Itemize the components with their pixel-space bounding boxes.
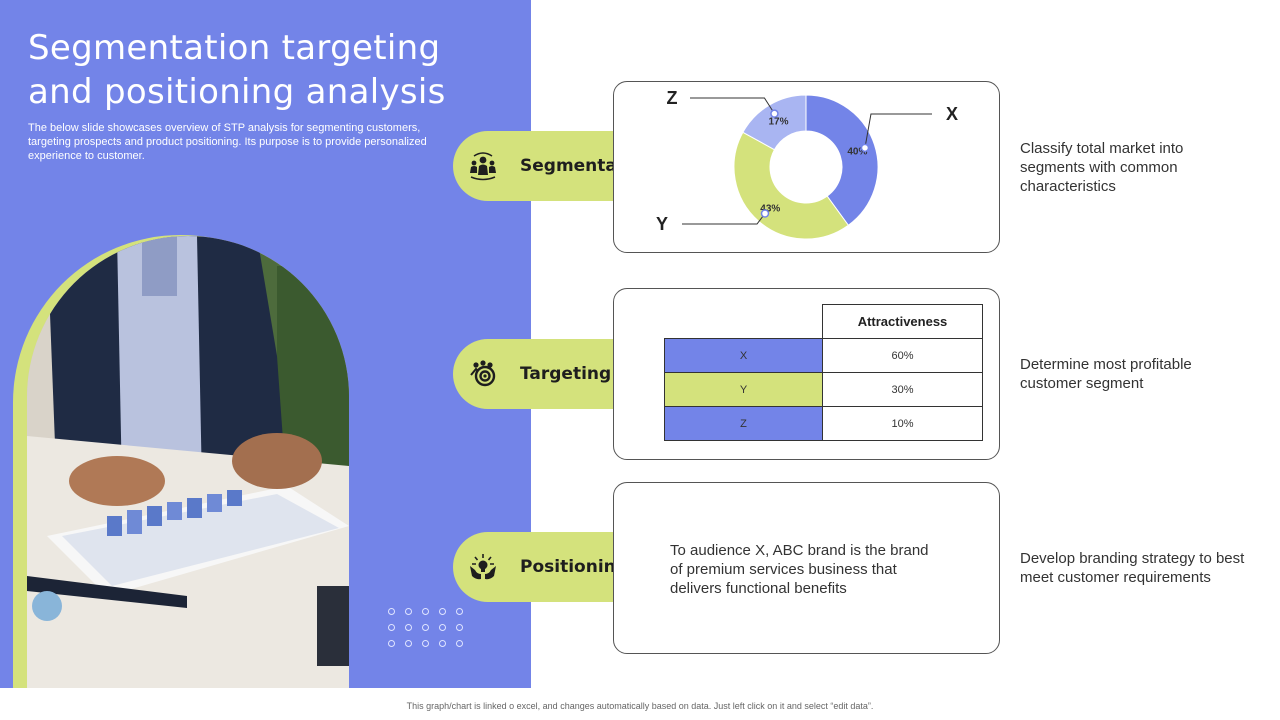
segment-cell-y: Y [664, 372, 823, 407]
positioning-statement: To audience X, ABC brand is the brand of… [670, 542, 929, 597]
table-row: X 60% [664, 338, 983, 373]
slide-subtitle: The below slide showcases overview of ST… [28, 122, 427, 162]
left-panel: Segmentation targeting and positioning a… [0, 0, 531, 688]
donut-value-label-z: 17% [769, 117, 789, 128]
table-row: Y 30% [664, 372, 983, 407]
callout-dot-y [760, 209, 770, 218]
donut-value-label-y: 43% [760, 204, 780, 215]
callout-line-x [864, 113, 932, 148]
target-group-icon [454, 345, 512, 403]
targeting-card: Attractiveness X 60% Y 30% Z 10% [613, 288, 1000, 460]
segmentation-description: Classify total market into segments with… [1020, 140, 1184, 195]
attractiveness-header: Attractiveness [822, 304, 983, 339]
segmentation-card: 40% 43% 17% X Y Z [613, 81, 1000, 253]
hands-bulb-icon [454, 538, 512, 596]
donut-slice-y [733, 131, 850, 240]
people-network-icon [454, 137, 512, 195]
slide-title: Segmentation targeting and positioning a… [28, 28, 446, 112]
positioning-card: To audience X, ABC brand is the brand of… [613, 482, 1000, 654]
donut-svg: 40% 43% 17% X Y Z [656, 88, 958, 240]
footer-note: This graph/chart is linked o excel, and … [406, 701, 874, 711]
business-photo [27, 236, 349, 688]
callout-dot-x [860, 143, 870, 153]
callout-line-y [682, 213, 766, 225]
decorative-dots [388, 608, 464, 652]
value-cell-y: 30% [822, 372, 983, 407]
segmentation-donut-chart: 40% 43% 17% X Y Z [614, 82, 1001, 253]
value-cell-z: 10% [822, 406, 983, 441]
positioning-label: Positioning [520, 557, 628, 577]
targeting-label: Targeting [520, 364, 612, 384]
donut-slice-z [742, 94, 807, 151]
segment-letter-y: Y [656, 214, 668, 234]
table-header-row: Attractiveness [664, 304, 983, 339]
segment-cell-x: X [664, 338, 823, 373]
value-cell-x: 60% [822, 338, 983, 373]
table-row: Z 10% [664, 406, 983, 441]
callout-line-z [690, 97, 775, 114]
segment-letter-x: X [946, 104, 958, 124]
callout-dot-z [770, 109, 779, 118]
donut-slice-x [805, 94, 879, 226]
targeting-description: Determine most profitable customer segme… [1020, 356, 1192, 392]
donut-value-label-x: 40% [847, 146, 867, 157]
business-photo-illustration [27, 236, 349, 688]
positioning-description: Develop branding strategy to best meet c… [1020, 550, 1245, 586]
attractiveness-table: Attractiveness X 60% Y 30% Z 10% [664, 304, 983, 441]
segment-letter-z: Z [667, 88, 678, 108]
segment-cell-z: Z [664, 406, 823, 441]
